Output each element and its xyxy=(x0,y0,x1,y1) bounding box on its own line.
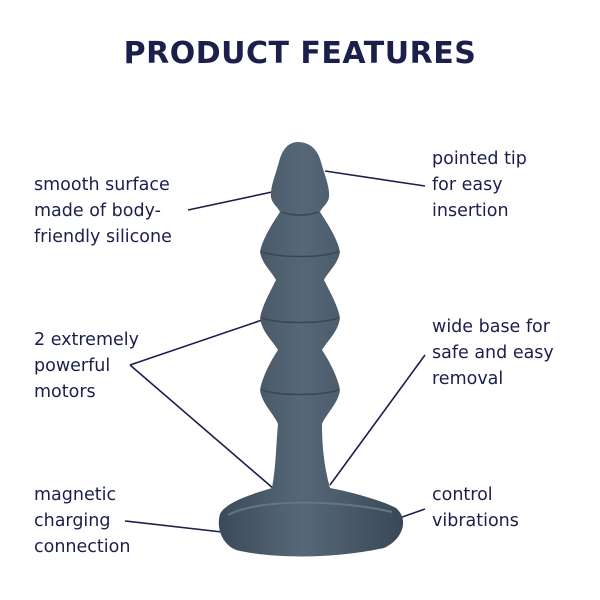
feature-line: wide base for xyxy=(432,317,550,337)
feature-wide-base: wide base for safe and easy removal xyxy=(432,314,554,392)
product-shape xyxy=(218,142,404,557)
feature-line: vibrations xyxy=(432,511,519,531)
feature-control-vibrations: control vibrations xyxy=(432,482,519,534)
feature-motors: 2 extremely powerful motors xyxy=(34,327,139,405)
feature-line: smooth surface xyxy=(34,175,170,195)
feature-magnetic-charging: magnetic charging connection xyxy=(34,482,130,560)
feature-line: removal xyxy=(432,369,504,389)
feature-pointed-tip: pointed tip for easy insertion xyxy=(432,146,527,224)
feature-line: pointed tip xyxy=(432,149,527,169)
feature-line: for easy xyxy=(432,175,503,195)
feature-line: powerful xyxy=(34,356,111,376)
feature-smooth-surface: smooth surface made of body- friendly si… xyxy=(34,172,172,250)
leader-lines xyxy=(124,170,426,533)
feature-line: 2 extremely xyxy=(34,330,139,350)
feature-line: connection xyxy=(34,537,131,557)
feature-line: charging xyxy=(34,511,111,531)
feature-line: friendly silicone xyxy=(34,227,172,247)
feature-line: made of body- xyxy=(34,201,161,221)
feature-line: safe and easy xyxy=(432,343,554,363)
page-title: PRODUCT FEATURES xyxy=(123,36,477,71)
feature-line: control xyxy=(432,485,493,505)
feature-line: magnetic xyxy=(34,485,117,505)
feature-line: insertion xyxy=(432,201,509,221)
feature-line: motors xyxy=(34,382,96,402)
